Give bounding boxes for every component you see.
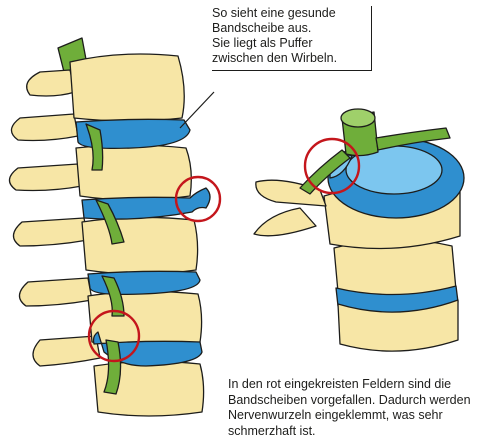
callout-line: Sie liegt als Puffer xyxy=(212,36,365,51)
callout-line: So sieht eine gesunde xyxy=(212,6,365,21)
spinous-process xyxy=(13,218,88,246)
callout-line: zwischen den Wirbeln. xyxy=(212,51,365,66)
side-view-spine xyxy=(9,38,220,416)
herniation-caption: In den rot eingekreisten Feldern sind di… xyxy=(228,377,480,439)
callout-line: Bandscheibe aus. xyxy=(212,21,365,36)
vertebra-body xyxy=(82,217,198,274)
spinous-process xyxy=(254,208,316,236)
healthy-disc-callout: So sieht eine gesunde Bandscheibe aus. S… xyxy=(212,6,372,71)
vertebra-body xyxy=(88,291,202,346)
vertebra-body xyxy=(70,54,184,121)
spinous-process xyxy=(9,164,82,191)
top-view-vertebra xyxy=(254,109,464,351)
callout-pointer xyxy=(180,92,214,128)
spinal-cord-section xyxy=(341,109,375,127)
spinous-process xyxy=(19,278,92,306)
spinous-process xyxy=(11,114,78,141)
spinous-process xyxy=(27,70,75,96)
